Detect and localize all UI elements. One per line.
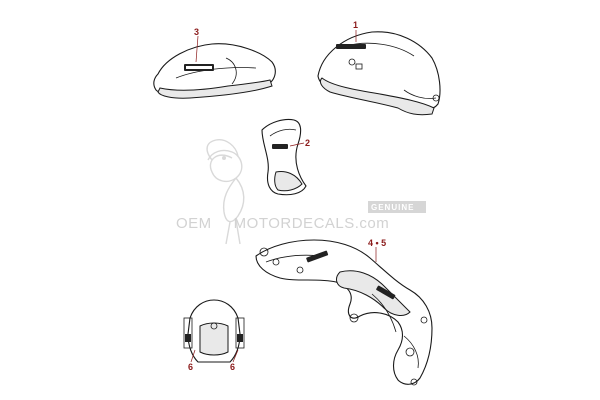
- callout-frame: 4 • 5: [368, 238, 386, 248]
- fender-decal-left: [185, 334, 191, 342]
- part-seat-cowl: 3: [153, 27, 276, 99]
- callout-fuel-tank: 1: [353, 20, 358, 30]
- watermark-site-name: MOTORDECALS: [234, 215, 355, 232]
- watermark-badge: [368, 201, 426, 213]
- watermark-oem: OEM: [176, 215, 212, 232]
- part-frame: 4 • 5: [255, 238, 433, 386]
- callout-side-cover: 2: [305, 138, 310, 148]
- part-side-cover: 2: [261, 118, 310, 196]
- watermark-badge-text: GENUINE: [371, 203, 414, 212]
- watermark-bird-icon: [206, 139, 245, 245]
- part-front-fender: 6 6: [183, 299, 245, 372]
- frame-decal-right: [376, 285, 396, 300]
- watermark-tld: .com: [355, 215, 390, 232]
- callout-fender-left: 6: [188, 362, 193, 372]
- callout-fender-right: 6: [230, 362, 235, 372]
- fuel-tank-decal: [336, 44, 366, 49]
- watermark: OEM MOTORDECALS.com GENUINE: [176, 139, 426, 245]
- callout-seat-cowl: 3: [194, 27, 199, 37]
- frame-decal-left: [306, 250, 329, 263]
- part-fuel-tank: 1: [317, 20, 441, 116]
- side-cover-decal: [272, 144, 288, 149]
- fender-decal-right: [237, 334, 243, 342]
